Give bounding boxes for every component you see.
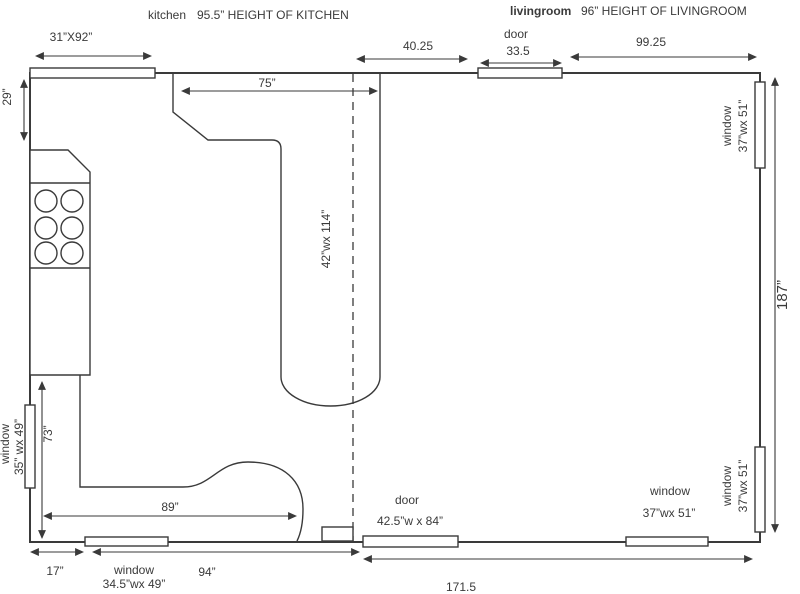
room-titles: kitchen 95.5” HEIGHT OF KITCHEN livingro… [148, 4, 747, 22]
bottom-counter-length-label: 89” [161, 500, 178, 514]
bottom-window-left-label: window [113, 563, 154, 577]
right-window-top [754, 81, 766, 169]
bottom-window-right [625, 536, 709, 547]
right-window-bottom-label: window [720, 466, 734, 507]
bottom-left-offset-label: 17” [46, 564, 63, 578]
bottom-window-right-size-label: 37”wx 51” [643, 506, 696, 520]
stove-counter-outline [29, 149, 91, 376]
livingroom-height-label: 96” HEIGHT OF LIVINGROOM [581, 4, 747, 18]
right-window-bottom-size-label: 37”wx 51” [736, 460, 750, 513]
bottom-window-left [84, 536, 169, 547]
opening-labels: window 35” wx 49” window 37”wx 51” windo… [0, 100, 750, 591]
bottom-window-left-size-label: 34.5”wx 49” [103, 577, 166, 591]
kitchen-height-label: 95.5” HEIGHT OF KITCHEN [197, 8, 349, 22]
kitchen-bottom-length-label: 94” [198, 565, 215, 579]
outer-walls [29, 72, 761, 543]
right-window-top-size-label: 37”wx 51” [736, 100, 750, 153]
burner-icon [60, 216, 84, 240]
island-counter [172, 74, 381, 407]
burner-icon [60, 189, 84, 213]
stove-unit [29, 149, 91, 376]
partition-to-door-label: 40.25 [403, 39, 433, 53]
bottom-door-label: door [395, 493, 419, 507]
kitchen-title: kitchen [148, 8, 186, 22]
bottom-window-right-label: window [649, 484, 690, 498]
curved-base-counter [79, 375, 304, 542]
left-window-size-label: 35” wx 49” [12, 419, 26, 475]
right-window-top-label: window [720, 106, 734, 147]
left-window-label: window [0, 424, 12, 465]
left-window [24, 404, 36, 489]
top-window-size-label: 31”X92” [50, 30, 93, 44]
burner-icon [34, 189, 58, 213]
burner-icon [34, 241, 58, 265]
right-window-bottom [754, 446, 766, 533]
top-offset-label: 29” [0, 88, 14, 105]
top-window [29, 67, 156, 79]
livingroom-title: livingroom [510, 4, 571, 18]
dimension-lines [20, 52, 779, 563]
stove-burners [34, 189, 84, 265]
burner-icon [34, 216, 58, 240]
bottom-door [362, 535, 459, 548]
counter-width-label: 75” [258, 76, 275, 90]
dimension-labels: 31”X92” 29” 75” 40.25 door 33.5 99.25 18… [0, 27, 791, 594]
top-door-label: door [504, 27, 528, 41]
bottom-door-size-label: 42.5”w x 84” [377, 514, 443, 528]
partition-stub [321, 526, 354, 542]
door-to-corner-label: 99.25 [636, 35, 666, 49]
right-wall-height-label: 187” [774, 280, 791, 310]
island-size-label: 42”wx 114” [319, 210, 333, 268]
livingroom-bottom-length-label: 171.5 [446, 580, 476, 594]
left-counter-length-label: 73” [41, 425, 55, 442]
top-door [477, 67, 563, 79]
top-door-size-label: 33.5 [506, 44, 530, 58]
burner-icon [60, 241, 84, 265]
